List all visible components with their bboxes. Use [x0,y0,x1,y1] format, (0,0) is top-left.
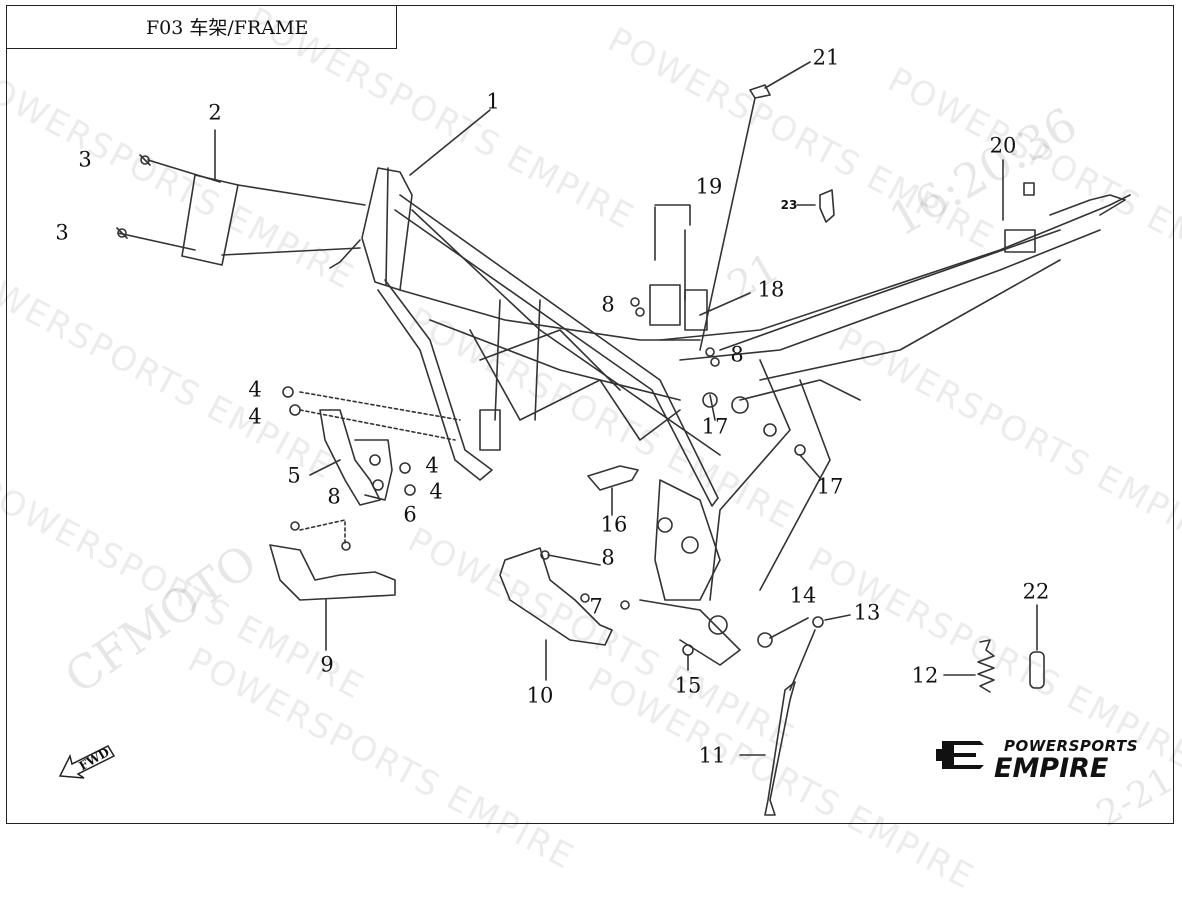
callout-20: 20 [989,133,1017,158]
callout-9: 9 [320,652,334,677]
callout-4: 4 [248,377,262,402]
callout-13: 13 [853,600,881,625]
logo-line1: POWERSPORTS [1004,737,1139,755]
bolt-part-3 [116,227,128,239]
callout-4: 4 [425,453,439,478]
sidestand-part-11 [764,681,796,816]
plate-part-2 [181,174,239,266]
drawing-border [6,5,1174,824]
bracket-part-9 [269,544,396,601]
callout-4: 4 [248,404,262,429]
callout-8: 8 [601,545,615,570]
callout-3: 3 [55,220,69,245]
plate-part-16 [587,465,639,491]
callout-23: 23 [780,198,798,212]
callout-5: 5 [287,463,301,488]
callout-8: 8 [730,342,744,367]
frame-part-1 [329,167,1131,666]
callout-15: 15 [674,673,702,698]
spring-part-12 [977,639,995,693]
logo-line2: EMPIRE [994,753,1109,784]
arrow-icon [58,745,116,779]
callout-21: 21 [812,45,840,70]
callout-6: 6 [403,502,417,527]
sleeve-part-22 [1029,651,1045,689]
bracket-part-5 [319,409,381,506]
powersports-empire-logo: POWERSPORTS EMPIRE [932,731,1147,787]
page-title: F03 车架/FRAME [6,5,397,49]
forward-direction-arrow: FWD [58,742,118,782]
callout-22: 22 [1022,579,1050,604]
callout-10: 10 [526,683,554,708]
callout-17: 17 [816,474,844,499]
callout-12: 12 [911,663,939,688]
callout-1: 1 [486,89,500,114]
callout-11: 11 [698,743,726,768]
callout-19: 19 [695,174,723,199]
callout-14: 14 [789,583,817,608]
callout-2: 2 [208,100,222,125]
callout-17: 17 [701,414,729,439]
callout-4: 4 [429,479,443,504]
callout-8: 8 [327,484,341,509]
bracket-part-10 [499,547,613,646]
callout-3: 3 [78,147,92,172]
clip-part-23 [819,189,835,223]
callout-7: 7 [589,594,603,619]
bolt-part-3 [139,154,151,166]
empire-emblem-icon [936,741,984,769]
callout-16: 16 [600,512,628,537]
callout-18: 18 [757,277,785,302]
frame-exploded-diagram [116,61,1131,816]
callout-8: 8 [601,292,615,317]
